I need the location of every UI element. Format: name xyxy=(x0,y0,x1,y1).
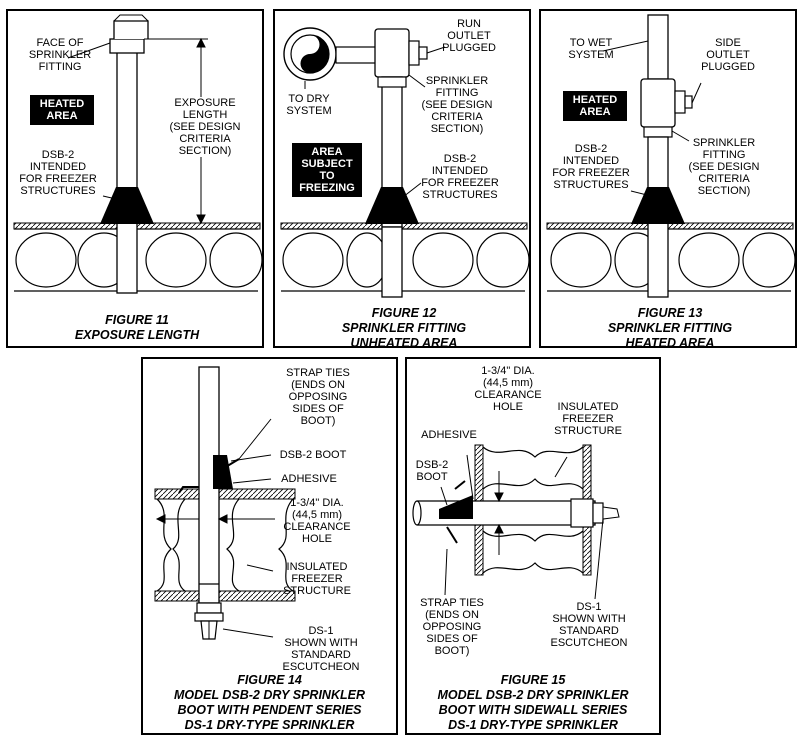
figure-14-drawing xyxy=(154,366,296,640)
figure-13-drawing xyxy=(546,14,796,298)
strap-ties-label: STRAP TIES (ENDS ON OPPOSING SIDES OF BO… xyxy=(420,597,484,657)
freezer-floor xyxy=(13,222,263,292)
figure-14-caption: FIGURE 14 MODEL DSB-2 DRY SPRINKLER BOOT… xyxy=(173,673,365,732)
figure-15-panel: 1-3/4" DIA. (44,5 mm) CLEARANCE HOLE INS… xyxy=(405,357,661,735)
ds1-escutcheon-label: DS-1 SHOWN WITH STANDARD ESCUTCHEON xyxy=(282,625,360,673)
leader-lines xyxy=(602,40,702,196)
insulated-freezer-label: INSULATED FREEZER STRUCTURE xyxy=(554,401,622,437)
dsb2-boot xyxy=(439,495,473,519)
side-outlet-label: SIDE OUTLET PLUGGED xyxy=(701,37,755,73)
run-outlet-label: RUN OUTLET PLUGGED xyxy=(442,18,496,54)
dsb2-boot-label: DSB-2 BOOT xyxy=(415,459,449,483)
area-subject-to-freezing-badge: AREA SUBJECT TO FREEZING xyxy=(292,143,362,197)
figure-11-caption: FIGURE 11 EXPOSURE LENGTH xyxy=(74,313,200,342)
figure-13-caption: FIGURE 13 SPRINKLER FITTING HEATED AREA xyxy=(607,306,733,350)
strap-ties-label: STRAP TIES (ENDS ON OPPOSING SIDES OF BO… xyxy=(286,367,350,427)
freezer-floor xyxy=(546,222,796,292)
insulated-freezer-label: INSULATED FREEZER STRUCTURE xyxy=(283,561,351,597)
figure-13-panel: TO WET SYSTEM SIDE OUTLET PLUGGED HEATED… xyxy=(539,9,797,350)
figure-15-drawing xyxy=(412,444,620,600)
sprinkler-fitting-label: SPRINKLER FITTING (SEE DESIGN CRITERIA S… xyxy=(688,137,760,197)
pendent-pipe xyxy=(194,366,224,640)
dsb2-boot-label: DSB-2 BOOT xyxy=(279,449,347,461)
adhesive-label: ADHESIVE xyxy=(421,429,477,441)
freezer-floor xyxy=(280,222,530,292)
figure-12-drawing xyxy=(280,27,530,298)
heated-area-badge: HEATED AREA xyxy=(563,91,627,121)
insulated-freezer-structure xyxy=(154,488,296,602)
figure-12-caption: FIGURE 12 SPRINKLER FITTING UNHEATED ARE… xyxy=(341,306,467,350)
dsb2-boot xyxy=(100,187,154,224)
sprinkler-fitting-label: SPRINKLER FITTING (SEE DESIGN CRITERIA S… xyxy=(421,75,493,135)
face-of-fitting-label: FACE OF SPRINKLER FITTING xyxy=(28,37,92,73)
strap-tie xyxy=(446,480,466,544)
adhesive-label: ADHESIVE xyxy=(281,473,337,485)
leader-lines xyxy=(440,454,604,600)
figure-11-drawing xyxy=(13,14,263,294)
exposure-length-label: EXPOSURE LENGTH (SEE DESIGN CRITERIA SEC… xyxy=(160,97,250,157)
clearance-hole-label: 1-3/4" DIA. (44,5 mm) CLEARANCE HOLE xyxy=(283,497,351,545)
ds1-escutcheon-label: DS-1 SHOWN WITH STANDARD ESCUTCHEON xyxy=(550,601,628,649)
dsb2-boot xyxy=(365,187,419,224)
dsb2-boot xyxy=(631,187,685,224)
heated-area-badge: HEATED AREA xyxy=(30,95,94,125)
to-dry-system-label: TO DRY SYSTEM xyxy=(286,93,332,117)
figure-15-caption: FIGURE 15 MODEL DSB-2 DRY SPRINKLER BOOT… xyxy=(437,673,629,732)
dry-sprinkler-pipe xyxy=(109,14,149,294)
leader-lines xyxy=(304,46,446,198)
clearance-hole-label: 1-3/4" DIA. (44,5 mm) CLEARANCE HOLE xyxy=(474,365,542,413)
to-wet-system-label: TO WET SYSTEM xyxy=(568,37,614,61)
dsb2-intended-label: DSB-2 INTENDED FOR FREEZER STRUCTURES xyxy=(19,149,97,197)
strap-tie xyxy=(178,458,240,494)
leader-lines xyxy=(155,418,275,638)
figure-11-panel: FACE OF SPRINKLER FITTING HEATED AREA EX… xyxy=(6,9,264,348)
figure-12-panel: RUN OUTLET PLUGGED SPRINKLER FITTING (SE… xyxy=(273,9,531,350)
dsb2-intended-label: DSB-2 INTENDED FOR FREEZER STRUCTURES xyxy=(552,143,630,191)
dsb2-boot xyxy=(213,455,233,489)
figure-14-panel: STRAP TIES (ENDS ON OPPOSING SIDES OF BO… xyxy=(141,357,398,735)
dsb2-intended-label: DSB-2 INTENDED FOR FREEZER STRUCTURES xyxy=(421,153,499,201)
